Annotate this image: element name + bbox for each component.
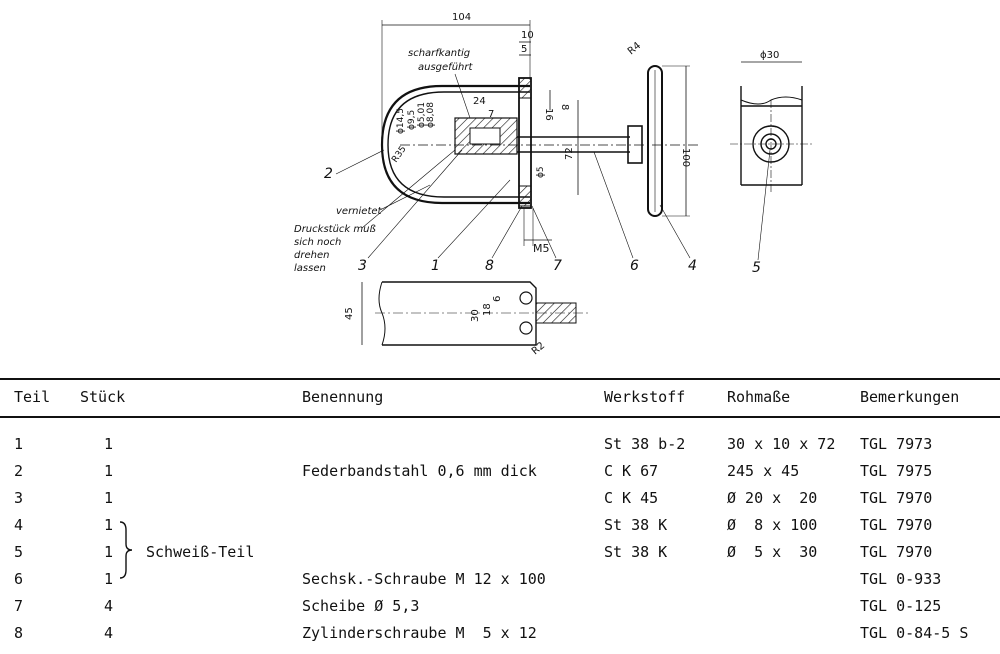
svg-text:6: 6: [630, 258, 639, 274]
svg-text:R4: R4: [626, 40, 643, 57]
row-4-bemerkungen: TGL 7970: [860, 516, 933, 534]
row-7-bemerkungen: TGL 0-125: [860, 597, 942, 615]
svg-text:72: 72: [564, 147, 575, 160]
row-6-stueck: 1: [104, 570, 114, 588]
row-8-bemerkungen: TGL 0-84-5 S: [860, 624, 969, 642]
svg-text:5: 5: [521, 44, 527, 55]
row-3-bemerkungen: TGL 7970: [860, 489, 933, 507]
row-4-teil: 4: [14, 516, 24, 534]
bottom-view: 45 30 18 6 R2: [344, 281, 590, 357]
technical-drawing: 104 10 5 24 7 16 72 100 8 ϕ14,5 ϕ9,5 ϕ5,…: [294, 12, 812, 357]
row-4-stueck: 1: [104, 516, 114, 534]
row-2-rohmasse: 245 x 45: [727, 462, 800, 480]
svg-text:R35: R35: [390, 144, 408, 164]
svg-text:scharfkantig: scharfkantig: [408, 48, 470, 59]
svg-text:16: 16: [543, 108, 554, 121]
row-8-stueck: 4: [104, 624, 114, 642]
row-4-werkstoff: St 38 K: [604, 516, 668, 534]
row-5-teil: 5: [14, 543, 24, 561]
row-2-teil: 2: [14, 462, 24, 480]
row-7-benennung: Scheibe Ø 5,3: [302, 597, 420, 615]
svg-text:3: 3: [358, 258, 367, 274]
row-8-benennung: Zylinderschraube M 5 x 12: [302, 624, 537, 642]
side-view: ϕ30: [730, 50, 812, 192]
row-6-teil: 6: [14, 570, 24, 588]
row-7-stueck: 4: [104, 597, 114, 615]
row-5-stueck: 1: [104, 543, 114, 561]
row-5-werkstoff: St 38 K: [604, 543, 668, 561]
row-1-werkstoff: St 38 b-2: [604, 435, 686, 453]
table-top-rule: [0, 378, 1000, 380]
row-1-teil: 1: [14, 435, 24, 453]
row-3-teil: 3: [14, 489, 24, 507]
row-5-bemerkungen: TGL 7970: [860, 543, 933, 561]
svg-text:30: 30: [470, 309, 481, 322]
row-1-bemerkungen: TGL 7973: [860, 435, 933, 453]
svg-text:1: 1: [431, 258, 440, 274]
header-bemerkungen: Bemerkungen: [860, 388, 960, 406]
svg-text:104: 104: [452, 12, 471, 23]
svg-text:ausgeführt: ausgeführt: [418, 62, 473, 73]
row-5-rohmasse: Ø 5 x 30: [727, 543, 818, 561]
svg-text:lassen: lassen: [294, 263, 326, 274]
group-brace: [119, 521, 133, 579]
svg-text:ϕ8,08: ϕ8,08: [426, 102, 436, 128]
header-stueck: Stück: [80, 388, 126, 406]
header-rohmasse: Rohmaße: [727, 388, 791, 406]
svg-text:7: 7: [553, 258, 562, 274]
svg-text:ϕ14,5: ϕ14,5: [396, 108, 406, 134]
svg-text:ϕ30: ϕ30: [760, 50, 779, 61]
row-3-stueck: 1: [104, 489, 114, 507]
row-8-teil: 8: [14, 624, 24, 642]
row-2-benennung: Federbandstahl 0,6 mm dick: [302, 462, 537, 480]
svg-text:sich noch: sich noch: [294, 237, 341, 248]
header-benennung: Benennung: [302, 388, 384, 406]
svg-text:18: 18: [482, 303, 493, 316]
svg-text:7: 7: [488, 109, 494, 120]
svg-text:6: 6: [492, 296, 503, 302]
row-2-stueck: 1: [104, 462, 114, 480]
svg-text:45: 45: [344, 307, 355, 320]
group-label-schweiss-teil: Schweiß-Teil: [146, 543, 255, 561]
row-1-stueck: 1: [104, 435, 114, 453]
part-callouts: 2 3 1 8 7 6 4 5: [324, 149, 771, 276]
row-6-bemerkungen: TGL 0-933: [860, 570, 942, 588]
row-2-bemerkungen: TGL 7975: [860, 462, 933, 480]
header-bottom-rule: [0, 416, 1000, 418]
svg-text:vernietet: vernietet: [336, 206, 383, 217]
header-teil: Teil: [14, 388, 51, 406]
svg-text:100: 100: [680, 148, 691, 167]
svg-text:drehen: drehen: [294, 250, 329, 261]
svg-text:8: 8: [559, 104, 570, 110]
row-3-werkstoff: C K 45: [604, 489, 659, 507]
svg-text:24: 24: [473, 96, 486, 107]
main-view: [380, 20, 700, 246]
row-7-teil: 7: [14, 597, 24, 615]
svg-text:2: 2: [324, 166, 333, 182]
svg-text:8: 8: [485, 258, 494, 274]
header-werkstoff: Werkstoff: [604, 388, 686, 406]
svg-text:ϕ5,01: ϕ5,01: [417, 102, 427, 128]
svg-text:R2: R2: [530, 340, 547, 357]
svg-text:Druckstück muß: Druckstück muß: [294, 224, 376, 235]
parts-list: Teil Stück Benennung Werkstoff Rohmaße B…: [0, 372, 1000, 654]
svg-text:ϕ9,5: ϕ9,5: [407, 110, 417, 130]
row-2-werkstoff: C K 67: [604, 462, 659, 480]
row-3-rohmasse: Ø 20 x 20: [727, 489, 818, 507]
svg-text:M5: M5: [533, 242, 550, 255]
row-4-rohmasse: Ø 8 x 100: [727, 516, 818, 534]
svg-text:10: 10: [521, 30, 534, 41]
row-6-benennung: Sechsk.-Schraube M 12 x 100: [302, 570, 546, 588]
row-1-rohmasse: 30 x 10 x 72: [727, 435, 836, 453]
svg-text:ϕ5: ϕ5: [536, 166, 546, 178]
svg-text:4: 4: [688, 258, 697, 274]
svg-text:5: 5: [752, 260, 761, 276]
drawing-notes: scharfkantig ausgeführt vernietet Drucks…: [294, 48, 473, 274]
